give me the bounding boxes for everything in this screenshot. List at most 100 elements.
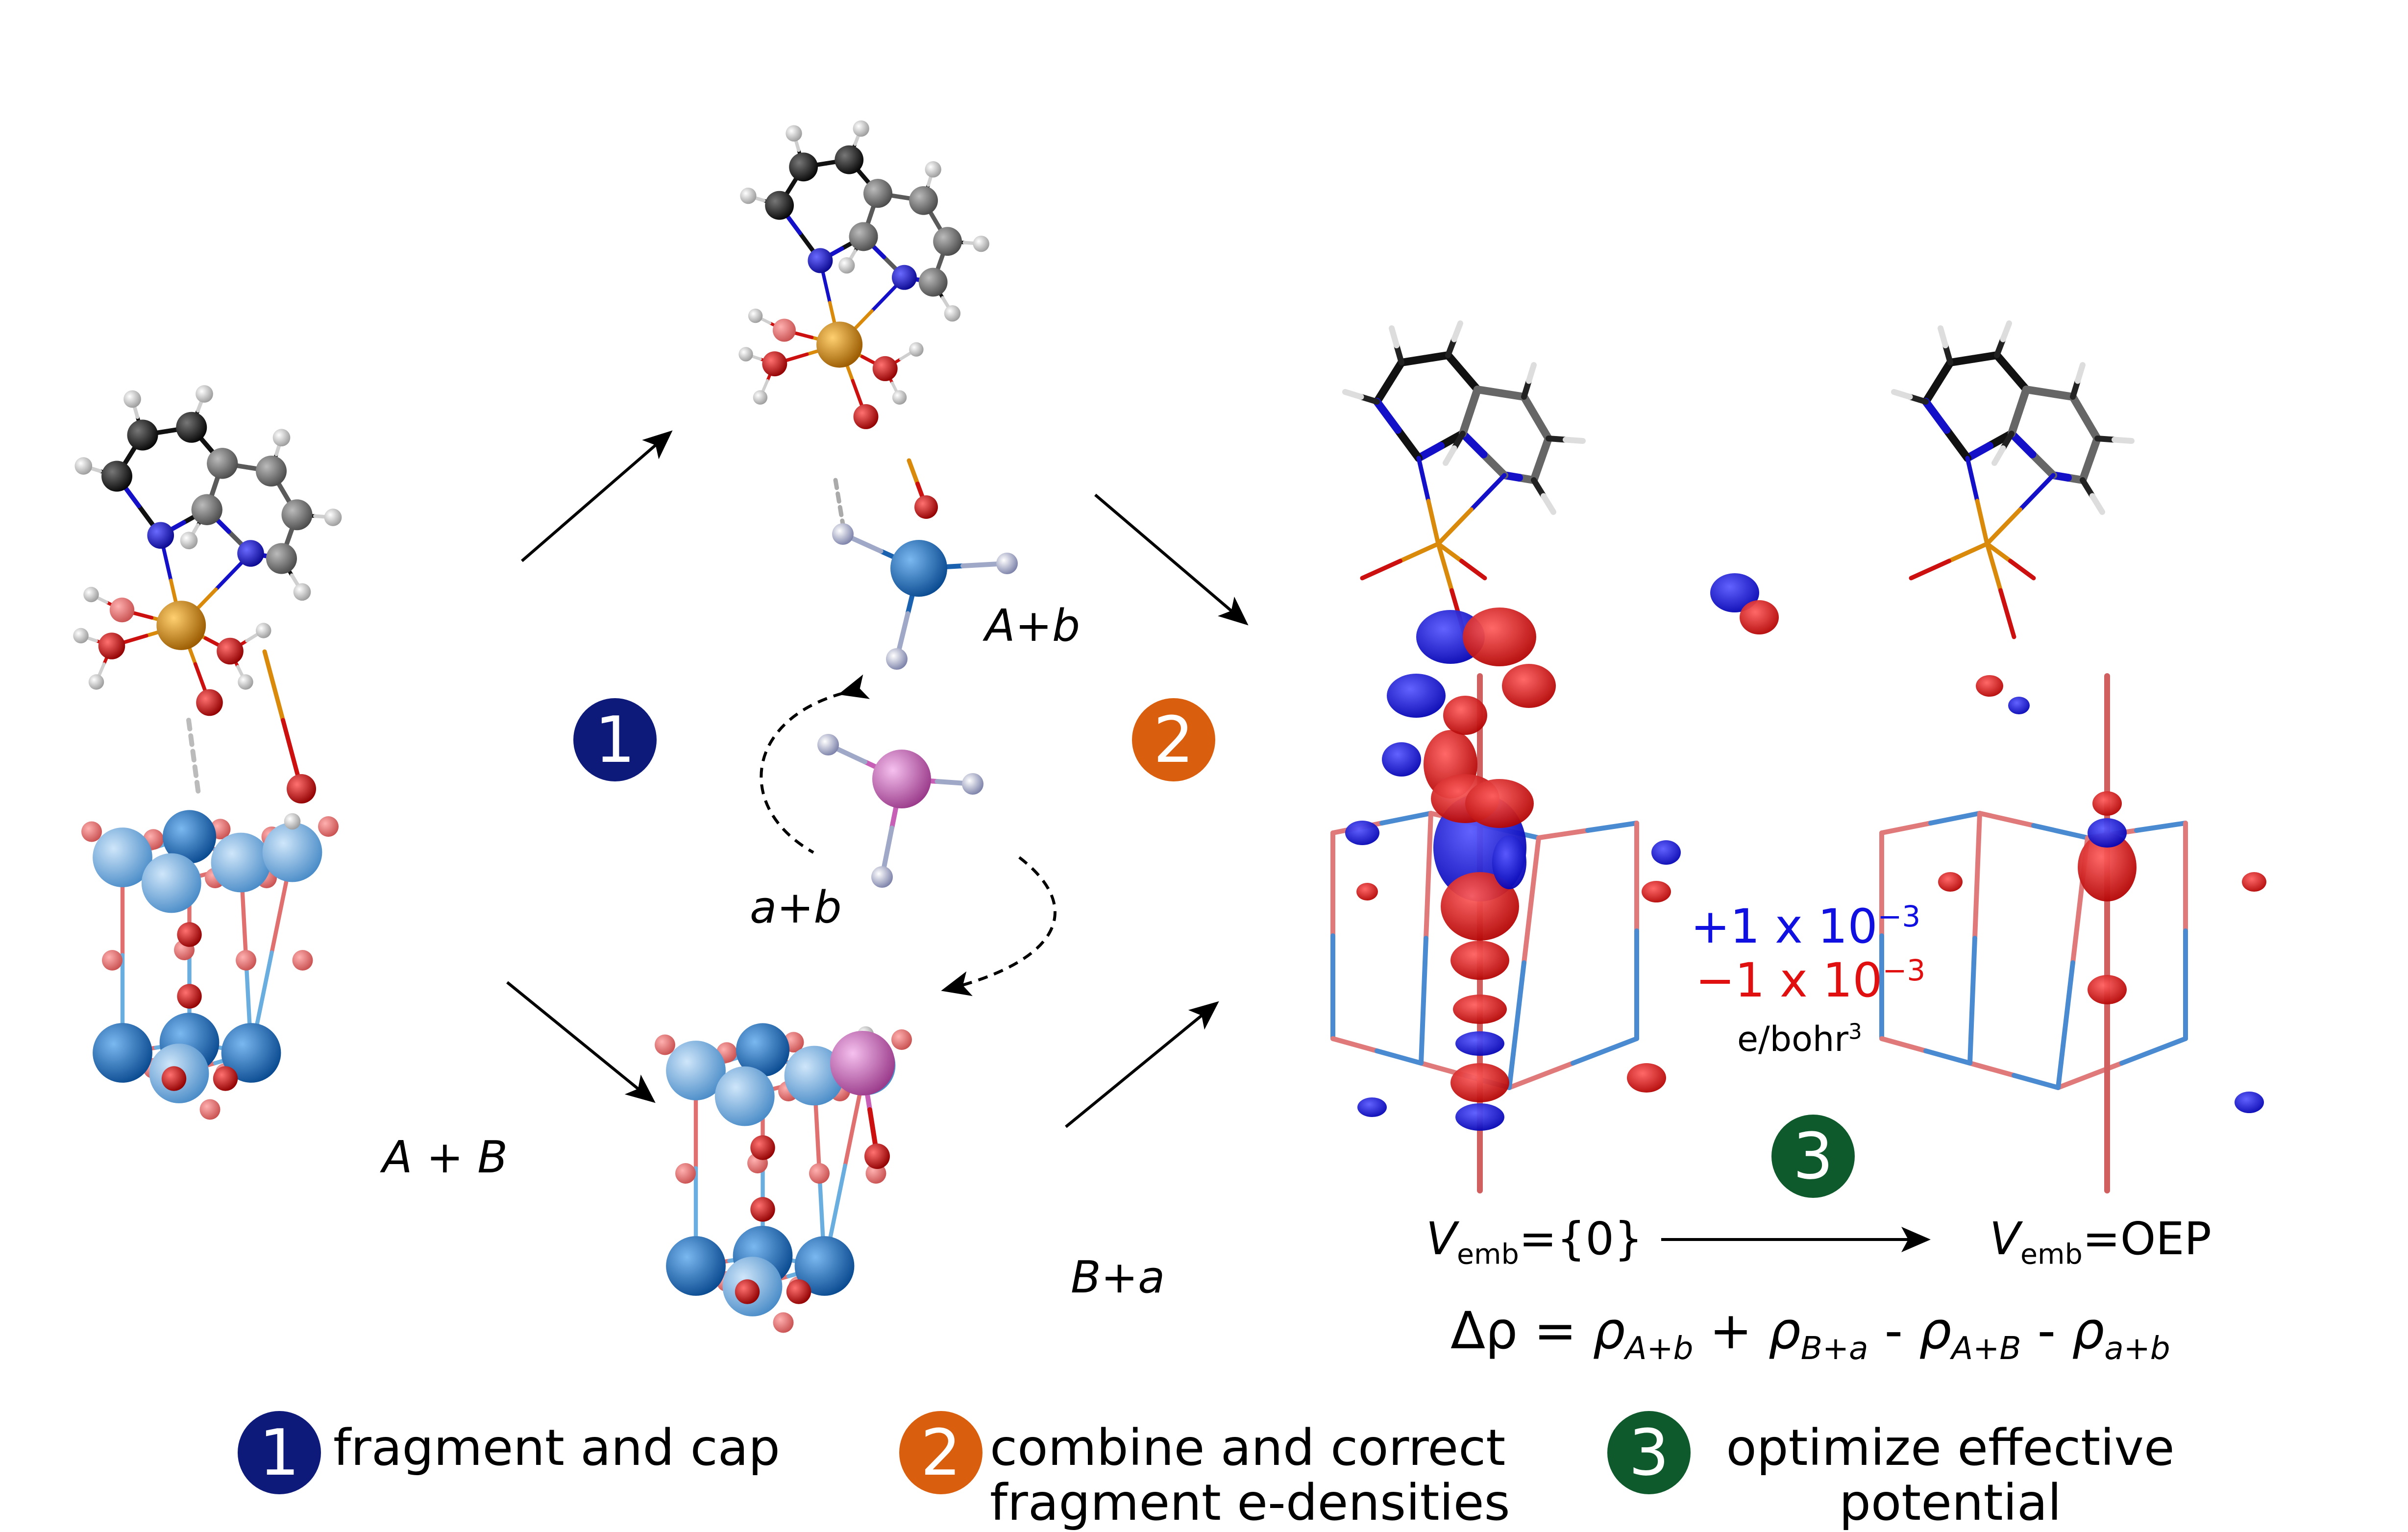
process-arrow: [521, 430, 673, 562]
density-negative-lobe: [1938, 872, 1963, 892]
density-negative-lobe: [1740, 600, 1779, 634]
oxygen-atom: [236, 950, 256, 971]
bond: [1426, 499, 1441, 546]
hydrogen-atom: [909, 342, 924, 357]
hydrogen-atom: [324, 509, 342, 526]
density-positive-lobe: [2008, 697, 2030, 714]
bond: [1563, 437, 1586, 444]
oxygen-atom: [750, 1135, 775, 1160]
nitrogen-atom: [808, 248, 833, 273]
density-positive-lobe: [1455, 1031, 1504, 1056]
bond: [1991, 445, 2006, 466]
density-negative-lobe: [1463, 608, 1536, 666]
hydrogen-atom: [73, 628, 89, 644]
bond: [262, 649, 285, 723]
hydrogen-atom: [238, 674, 253, 690]
bond: [1526, 362, 1537, 384]
density-negative-lobe: [1450, 941, 1509, 980]
bond: [1520, 393, 1540, 422]
bond: [1531, 477, 1547, 499]
oxygen-atom: [318, 816, 339, 837]
bond: [1469, 473, 1507, 512]
isovalue-negative: −1 x 10−3: [1695, 953, 1926, 1008]
oxygen-atom: [762, 351, 787, 377]
density-negative-lobe: [1502, 664, 1556, 708]
silicon-atom: [794, 1236, 855, 1296]
silicon-atom: [211, 832, 271, 893]
label-a-plus-b: a+b: [750, 882, 842, 933]
oxygen-atom: [750, 1197, 775, 1222]
oxygen-atom: [864, 1143, 890, 1169]
oxygen-atom: [872, 356, 898, 381]
process-arrow: [506, 981, 656, 1103]
hydrogen-atom: [74, 457, 93, 475]
density-positive-lobe: [1382, 742, 1421, 777]
oxygen-atom: [81, 821, 102, 842]
bond: [1436, 507, 1474, 546]
bond: [1985, 541, 2003, 593]
bond: [1536, 828, 1590, 840]
density-negative-lobe: [1453, 995, 1507, 1024]
bond: [1947, 541, 1990, 563]
nitrogen-atom: [891, 265, 917, 290]
density-positive-lobe: [1710, 573, 1759, 612]
bond: [1942, 426, 1971, 462]
carbon-atom: [127, 419, 158, 451]
label-B-plus-a: B+a: [1071, 1252, 1165, 1303]
density-positive-lobe: [1345, 821, 1379, 845]
bond: [2031, 823, 2090, 840]
hydrogen-atom: [817, 734, 839, 755]
density-negative-lobe: [1976, 675, 2003, 697]
oxygen-atom: [161, 1066, 187, 1091]
hydrogen-atom: [832, 523, 854, 545]
carbon-atom: [835, 145, 864, 174]
density-difference-equation: Δρ = ρA+b + ρB+a - ρA+B - ρa+b: [1450, 1301, 2170, 1367]
oxygen-atom: [217, 637, 244, 665]
process-arrow: [1065, 1001, 1219, 1128]
carbon-atom: [256, 456, 287, 486]
silicon-atom: [666, 1236, 726, 1296]
bond: [2028, 450, 2057, 479]
bond: [1942, 342, 1953, 365]
bond: [1909, 559, 1951, 581]
hydrogen-atom: [973, 235, 989, 252]
hydrogen-atom: [753, 390, 768, 405]
oxygen-atom: [292, 950, 313, 971]
oxygen-atom: [177, 922, 202, 947]
bond: [1938, 325, 1948, 348]
bond: [2045, 389, 2077, 401]
bond: [1967, 1061, 2016, 1078]
potential-final: Vemb=OEP: [1990, 1213, 2211, 1271]
hydrogen-atom: [180, 532, 198, 550]
carbon-atom: [909, 186, 938, 215]
bond: [1373, 398, 1402, 434]
bond: [2008, 559, 2036, 581]
bond: [2112, 437, 2135, 444]
bond: [1379, 811, 1433, 826]
bond: [1375, 1048, 1424, 1066]
bond: [1522, 835, 1541, 965]
bond: [2134, 821, 2188, 833]
bond: [1972, 811, 1982, 941]
hydrogen-atom: [293, 583, 311, 601]
silicon-atom: [141, 853, 201, 913]
density-positive-lobe: [2088, 818, 2127, 848]
carbon-atom: [765, 191, 794, 220]
hydrogen-atom: [886, 648, 908, 670]
bond: [2089, 493, 2105, 515]
silicon-atom: [890, 540, 947, 597]
density-negative-lobe: [1441, 872, 1519, 941]
bond: [1571, 1036, 1639, 1066]
hydrogen-atom: [740, 187, 757, 204]
hydrogen-atom: [123, 390, 141, 408]
bond-layer: [79, 126, 2188, 1289]
bond: [2008, 430, 2037, 459]
legend-step-1-text: fragment and cap: [333, 1419, 780, 1477]
nitrogen-atom: [147, 522, 174, 549]
bond: [2080, 477, 2095, 499]
cap-atom: [872, 750, 931, 808]
legend-step-3-marker: 3: [1607, 1411, 1691, 1494]
bond: [1360, 559, 1402, 581]
oxygen-atom: [196, 689, 223, 716]
bond: [1507, 1061, 1575, 1090]
